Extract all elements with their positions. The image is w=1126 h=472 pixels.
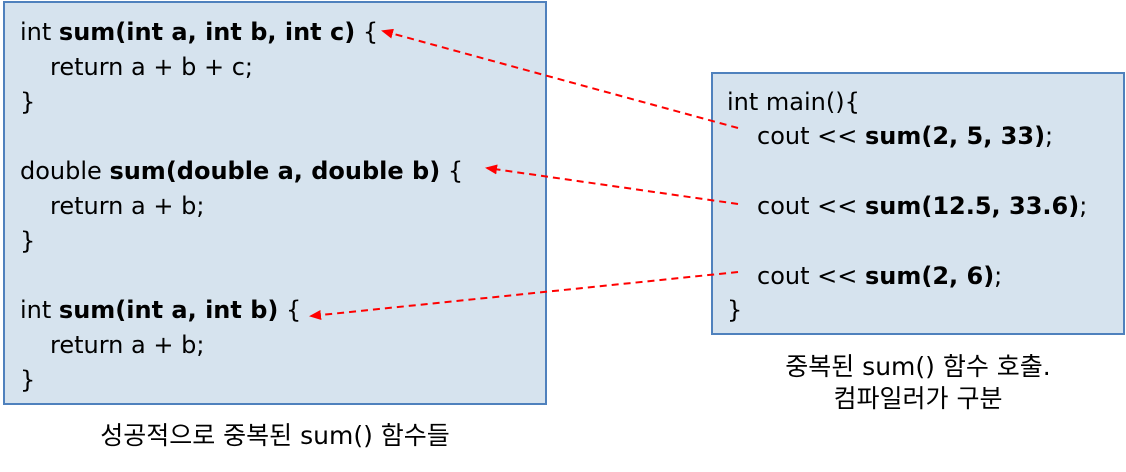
func2-body: return a + b; <box>50 192 205 220</box>
func2-open-brace: { <box>440 157 464 185</box>
call1-prefix: cout << <box>757 122 865 150</box>
func2-return-type: double <box>20 157 110 185</box>
call3-line: cout << sum(2, 6); <box>727 262 1002 290</box>
func2-name-params: sum(double a, double b) <box>109 157 441 185</box>
main-close-brace: } <box>727 296 743 324</box>
right-caption: 중복된 sum() 함수 호출. 컴파일러가 구분 <box>711 351 1125 415</box>
right-caption-line1: 중복된 sum() 함수 호출. <box>785 352 1051 381</box>
main-function-box: int main(){ cout << sum(2, 5, 33); cout … <box>711 72 1125 335</box>
call3-suffix: ; <box>994 262 1003 290</box>
func2-close-brace: } <box>20 227 36 255</box>
call3-expression: sum(2, 6) <box>864 262 995 290</box>
func1-name-params: sum(int a, int b, int c) <box>58 18 356 46</box>
func3-body: return a + b; <box>50 331 205 359</box>
func1-open-brace: { <box>355 18 379 46</box>
arrow-call2-to-double2 <box>485 164 739 205</box>
call2-line: cout << sum(12.5, 33.6); <box>727 192 1087 220</box>
call1-line: cout << sum(2, 5, 33); <box>727 122 1053 150</box>
func1-return-type: int <box>20 18 59 46</box>
func1-body: return a + b + c; <box>50 53 253 81</box>
arrow-call1-to-int3 <box>381 28 739 129</box>
func2-signature: double sum(double a, double b) { <box>20 157 463 185</box>
call1-expression: sum(2, 5, 33) <box>864 122 1046 150</box>
func1-signature: int sum(int a, int b, int c) { <box>20 18 378 46</box>
arrow-call3-to-int2 <box>309 271 739 320</box>
call3-prefix: cout << <box>757 262 865 290</box>
call1-suffix: ; <box>1045 122 1054 150</box>
func3-return-type: int <box>20 296 59 324</box>
call2-prefix: cout << <box>757 192 865 220</box>
call2-expression: sum(12.5, 33.6) <box>864 192 1080 220</box>
func3-name-params: sum(int a, int b) <box>58 296 279 324</box>
call2-suffix: ; <box>1079 192 1088 220</box>
func3-close-brace: } <box>20 366 36 394</box>
left-caption: 성공적으로 중복된 sum() 함수들 <box>100 421 450 450</box>
func3-open-brace: { <box>278 296 302 324</box>
func1-close-brace: } <box>20 88 36 116</box>
main-header: int main(){ <box>727 88 860 116</box>
overloaded-functions-box: int sum(int a, int b, int c) { return a … <box>3 1 547 405</box>
func3-signature: int sum(int a, int b) { <box>20 296 301 324</box>
right-caption-line2: 컴파일러가 구분 <box>833 384 1003 413</box>
